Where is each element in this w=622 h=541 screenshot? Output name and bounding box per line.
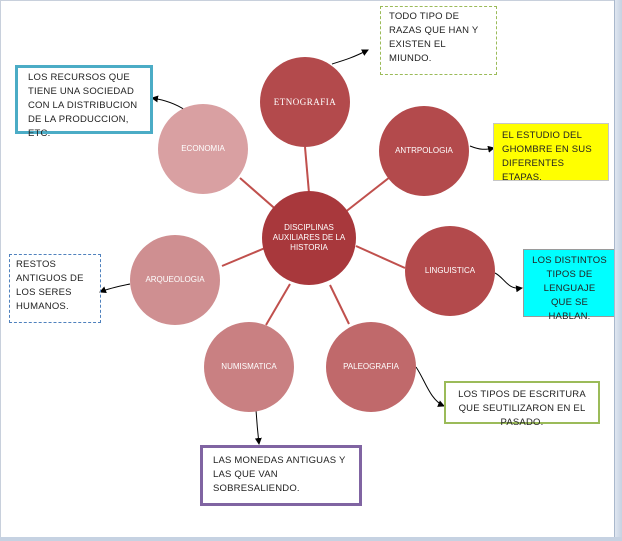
node-numismatica (204, 322, 294, 412)
arrow-etnografia (331, 49, 369, 65)
note-economia: LOS RECURSOS QUE TIENE UNA SOCIEDAD CON … (15, 65, 153, 139)
note-arqueologia: RESTOS ANTIGUOS DE LOS SERES HUMANOS. (9, 254, 101, 323)
connectors (99, 49, 523, 445)
spoke-antropologia (343, 176, 391, 214)
note-numismatica: LAS MONEDAS ANTIGUAS Y LAS QUE VAN SOBRE… (200, 445, 362, 506)
spoke-linguistica (355, 245, 406, 269)
arrow-paleografia (415, 366, 445, 407)
arrow-economia (151, 95, 186, 111)
scrollbar-edge[interactable] (614, 0, 622, 541)
note-etnografia: TODO TIPO DE RAZAS QUE HAN Y EXISTEN EL … (380, 6, 497, 75)
note-linguistica: LOS DISTINTOS TIPOS DE LENGUAJE QUE SE H… (523, 249, 616, 322)
arrow-linguistica (494, 272, 523, 293)
spoke-etnografia (304, 146, 310, 194)
node-etnografia (260, 57, 350, 147)
node-economia (158, 104, 248, 194)
spoke-numismatica (265, 283, 291, 326)
arrow-arqueologia (99, 283, 131, 294)
spoke-economia (239, 177, 281, 214)
note-antropologia: EL ESTUDIO DEL GHOMBRE EN SUS DIFERENTES… (493, 123, 609, 183)
spoke-arqueologia (221, 247, 266, 267)
node-linguistica (405, 226, 495, 316)
node-arqueologia (130, 235, 220, 325)
spoke-paleografia (329, 284, 350, 325)
arrow-antropologia (469, 145, 495, 153)
node-antropologia (379, 106, 469, 196)
node-paleografia (326, 322, 416, 412)
bottom-edge (0, 537, 622, 541)
spokes (221, 146, 406, 326)
node-center (262, 191, 356, 285)
arrow-numismatica (254, 409, 262, 445)
note-paleografia: LOS TIPOS DE ESCRITURA QUE SEUTILIZARON … (444, 381, 600, 428)
